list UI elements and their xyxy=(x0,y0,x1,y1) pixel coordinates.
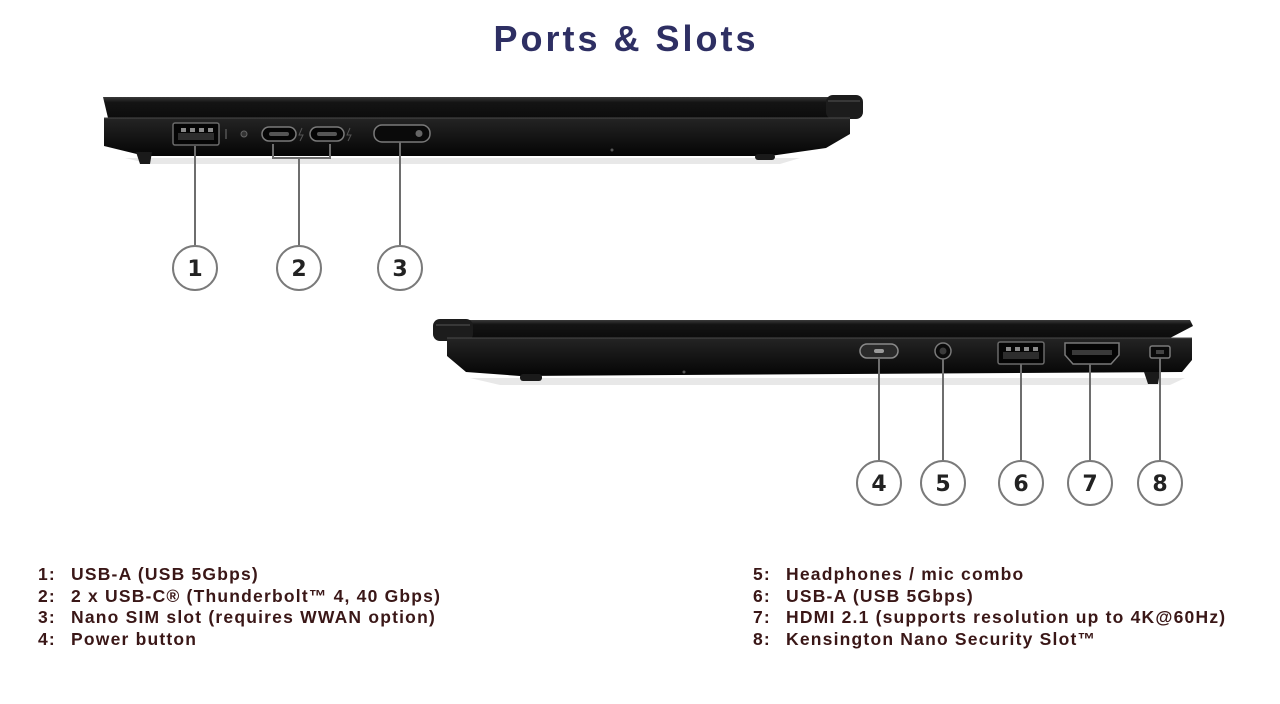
callout-number: 8 xyxy=(1152,472,1167,497)
hdmi-port-icon xyxy=(1064,342,1120,365)
callout-number: 2 xyxy=(291,257,306,282)
callout-number: 1 xyxy=(187,257,202,282)
legend-item: 2: 2 x USB-C® (Thunderbolt™ 4, 40 Gbps) xyxy=(38,586,441,608)
legend-item: 8: Kensington Nano Security Slot™ xyxy=(753,629,1226,651)
legend-number: 8: xyxy=(753,628,771,649)
callout-2: 2 xyxy=(276,245,322,291)
legend-text: USB-A (USB 5Gbps) xyxy=(71,564,259,584)
legend-number: 2: xyxy=(38,585,56,606)
legend-number: 5: xyxy=(753,564,771,584)
legend-item: 5: Headphones / mic combo xyxy=(753,564,1226,586)
leader-bracket-2 xyxy=(272,144,331,159)
legend-number: 4: xyxy=(38,628,56,649)
callout-8: 8 xyxy=(1137,460,1183,506)
callout-1: 1 xyxy=(172,245,218,291)
legend-text: USB-A (USB 5Gbps) xyxy=(786,585,974,606)
callout-6: 6 xyxy=(998,460,1044,506)
nano-sim-slot-icon xyxy=(373,124,431,143)
legend-number: 7: xyxy=(753,607,771,627)
usb-c-port-icon xyxy=(309,126,352,142)
legend-text: 2 x USB-C® (Thunderbolt™ 4, 40 Gbps) xyxy=(71,585,442,606)
legend-item: 7: HDMI 2.1 (supports resolution up to 4K… xyxy=(753,607,1226,629)
legend-number: 1: xyxy=(38,564,56,584)
legend-item: 6: USB-A (USB 5Gbps) xyxy=(753,586,1226,608)
callout-number: 4 xyxy=(871,472,886,497)
leader-lines xyxy=(194,142,1161,461)
legend-text: Headphones / mic combo xyxy=(786,564,1025,584)
legend-number: 6: xyxy=(753,585,771,606)
callout-number: 5 xyxy=(935,472,950,497)
legend-number: 3: xyxy=(38,607,56,627)
legend-item: 1: USB-A (USB 5Gbps) xyxy=(38,564,441,586)
usb-a-port-icon xyxy=(997,341,1045,365)
legend-text: Kensington Nano Security Slot™ xyxy=(786,628,1097,649)
legend-text: HDMI 2.1 (supports resolution up to 4K@6… xyxy=(786,607,1227,627)
callout-3: 3 xyxy=(377,245,423,291)
led-indicator-icon xyxy=(225,129,248,139)
callout-number: 3 xyxy=(392,257,407,282)
callout-number: 6 xyxy=(1013,472,1028,497)
callout-7: 7 xyxy=(1067,460,1113,506)
laptop-right-side-view xyxy=(433,319,1193,385)
headphone-jack-icon xyxy=(934,342,952,360)
usb-c-port-icon xyxy=(261,126,304,142)
page-title: Ports & Slots xyxy=(493,18,759,59)
callout-4: 4 xyxy=(856,460,902,506)
legend-left-column: 1: USB-A (USB 5Gbps) 2: 2 x USB-C® (Thunde… xyxy=(38,564,441,650)
usb-a-port-icon xyxy=(172,122,220,146)
callout-5: 5 xyxy=(920,460,966,506)
callout-number: 7 xyxy=(1082,472,1097,497)
legend-right-column: 5: Headphones / mic combo 6: USB-A (USB 5G… xyxy=(753,564,1226,650)
legend-item: 4: Power button xyxy=(38,629,441,651)
legend-text: Nano SIM slot (requires WWAN option) xyxy=(71,607,436,627)
security-slot-icon xyxy=(1149,345,1171,359)
power-button-icon xyxy=(859,343,899,359)
legend-item: 3: Nano SIM slot (requires WWAN option) xyxy=(38,607,441,629)
legend-text: Power button xyxy=(71,628,198,649)
laptop-left-side-view xyxy=(103,95,863,164)
